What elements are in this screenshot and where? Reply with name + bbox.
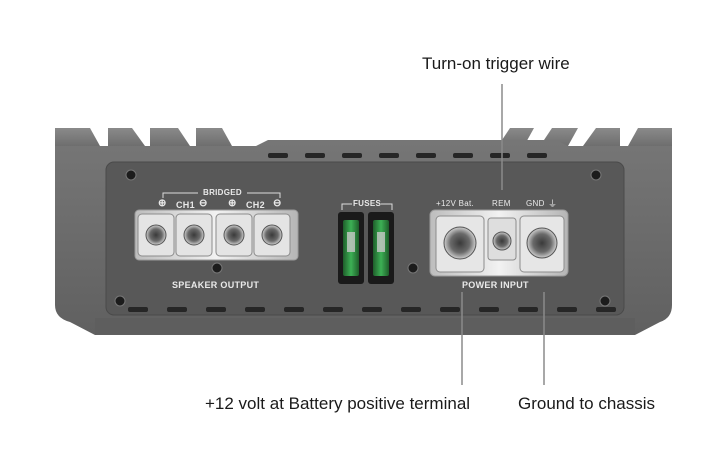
bottom-vent-slots — [128, 307, 616, 312]
speaker-terminals — [137, 213, 291, 257]
callout-battery-positive: +12 volt at Battery positive terminal — [205, 394, 471, 413]
front-panel — [105, 161, 625, 316]
fuses-bracket — [341, 203, 393, 210]
ch1-plus-symbol: ⊕ — [158, 198, 167, 209]
gnd-label: GND — [526, 199, 545, 208]
power-terminals — [435, 215, 565, 273]
bridged-bracket — [162, 192, 281, 198]
bat-label: +12V Bat. — [436, 199, 475, 208]
ch2-plus-symbol: ⊕ — [228, 198, 237, 209]
callout-leaders — [461, 84, 545, 385]
ch2-label: CH2 — [246, 200, 265, 210]
bottom-lip — [95, 318, 635, 334]
ch1-label: CH1 — [176, 200, 195, 210]
bridged-label: BRIDGED — [203, 188, 242, 197]
fuses-label: FUSES — [353, 199, 382, 208]
ch1-minus-symbol: ⊖ — [199, 198, 208, 209]
screws — [114, 169, 611, 307]
callout-ground-chassis: Ground to chassis — [518, 394, 656, 413]
ch2-minus-symbol: ⊖ — [273, 198, 282, 209]
power-input-label: POWER INPUT — [462, 280, 529, 290]
ground-icon: ⏚ — [548, 199, 558, 209]
speaker-output-label: SPEAKER OUTPUT — [172, 280, 260, 290]
fuse-holders — [338, 212, 394, 284]
rem-label: REM — [492, 199, 511, 208]
callout-trigger-wire: Turn-on trigger wire — [422, 54, 570, 73]
top-vent-slots — [268, 153, 547, 158]
